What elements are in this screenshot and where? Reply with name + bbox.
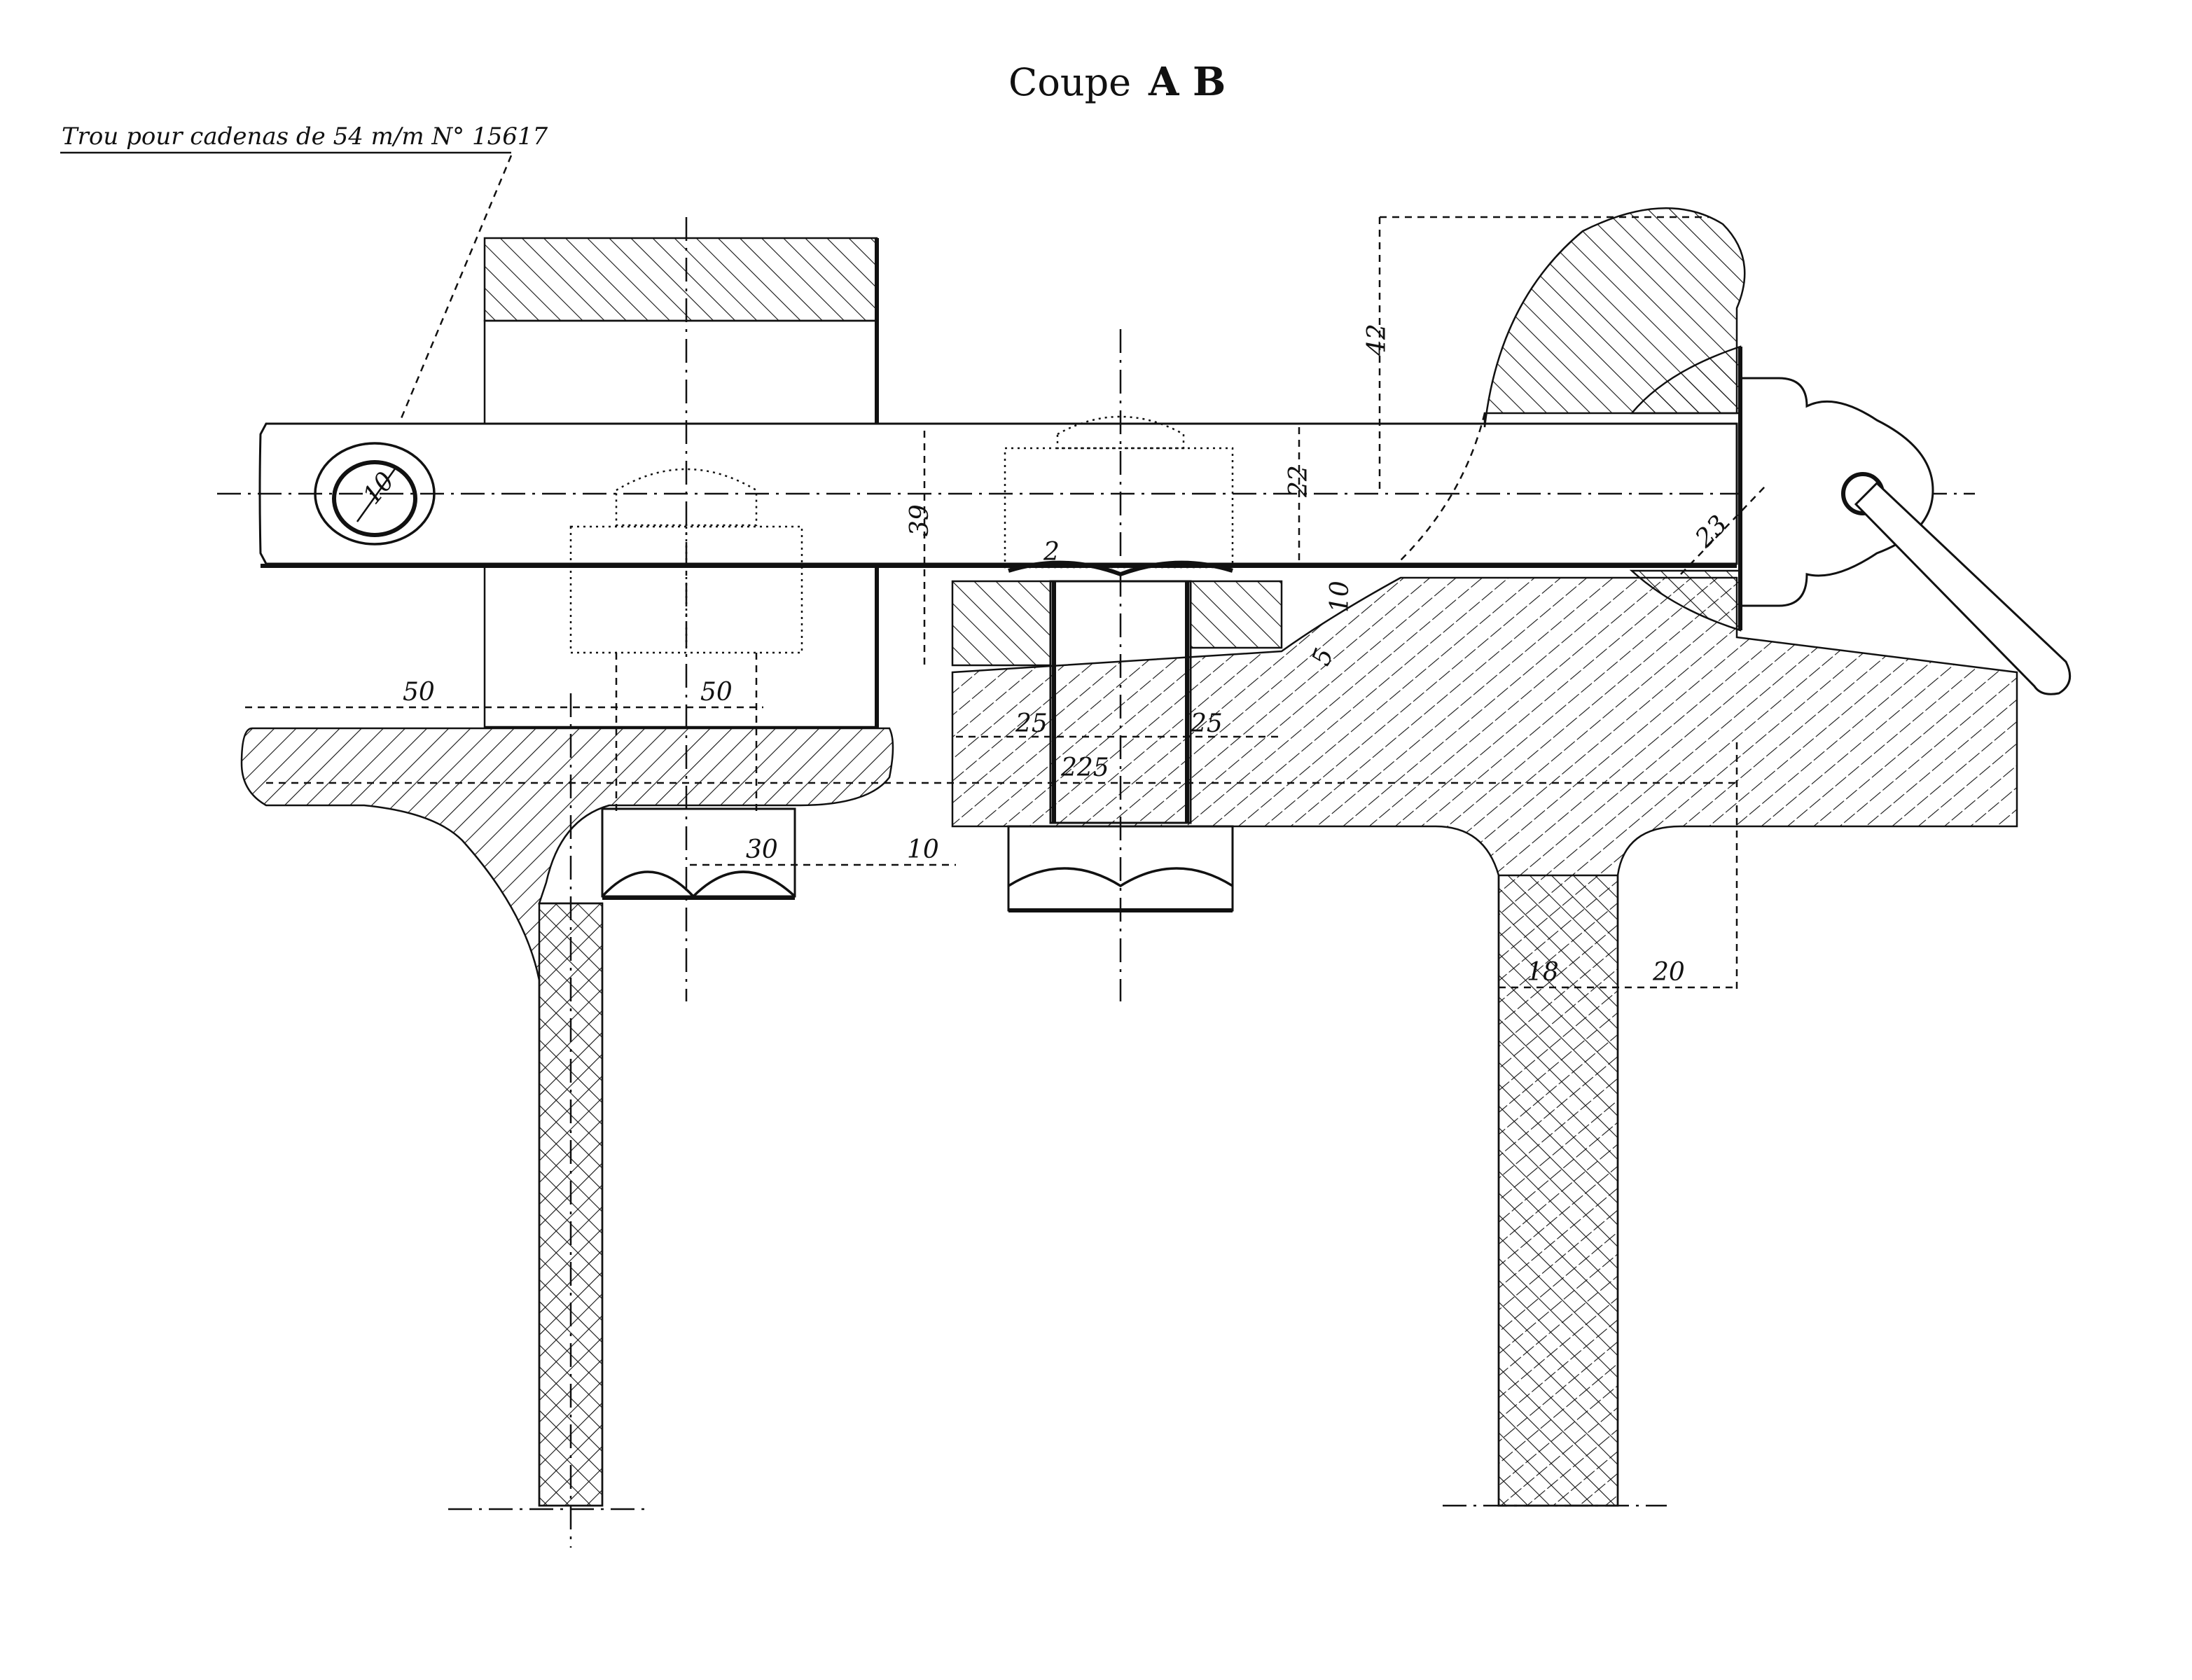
dim-25-left: 25 [1015,709,1048,738]
dim-39: 39 [906,504,934,536]
title-coupe: Coupe [1008,60,1131,104]
dim-10-clear: 10 [907,835,939,864]
lever-handle [1854,481,2072,695]
left-upper-block [483,237,878,322]
dim-25-right: 25 [1190,709,1223,738]
padlock-hole-outer [314,442,436,546]
padlock-hole-inner [332,460,417,537]
dim-20: 20 [1652,958,1685,987]
dim-30: 30 [746,835,778,864]
dim23-line [1680,486,1766,575]
center-top-nut [1004,447,1234,569]
dim-50-left: 50 [403,678,435,707]
right-rail-section [951,576,2018,1507]
pin-hole-dim-line [356,467,397,522]
dim-10-gap: 10 [1326,581,1354,613]
dim-42: 42 [1363,324,1392,356]
center-right-washer [1189,580,1283,649]
dim-225: 225 [1060,754,1109,782]
dim-22: 22 [1284,465,1313,498]
right-latch [1483,207,1746,428]
dim-18: 18 [1527,958,1559,987]
center-bottom-nut-arcs [1008,867,1233,888]
pin-head [1739,377,1934,607]
padlock-hole-note: Trou pour cadenas de 54 m/m N° 15617 [62,123,548,151]
washer-dim: 2 [1043,538,1060,567]
center-left-washer [951,580,1052,667]
title-letters: A B [1148,59,1226,105]
dim-50-right: 50 [700,678,733,707]
note-leader [370,155,513,491]
